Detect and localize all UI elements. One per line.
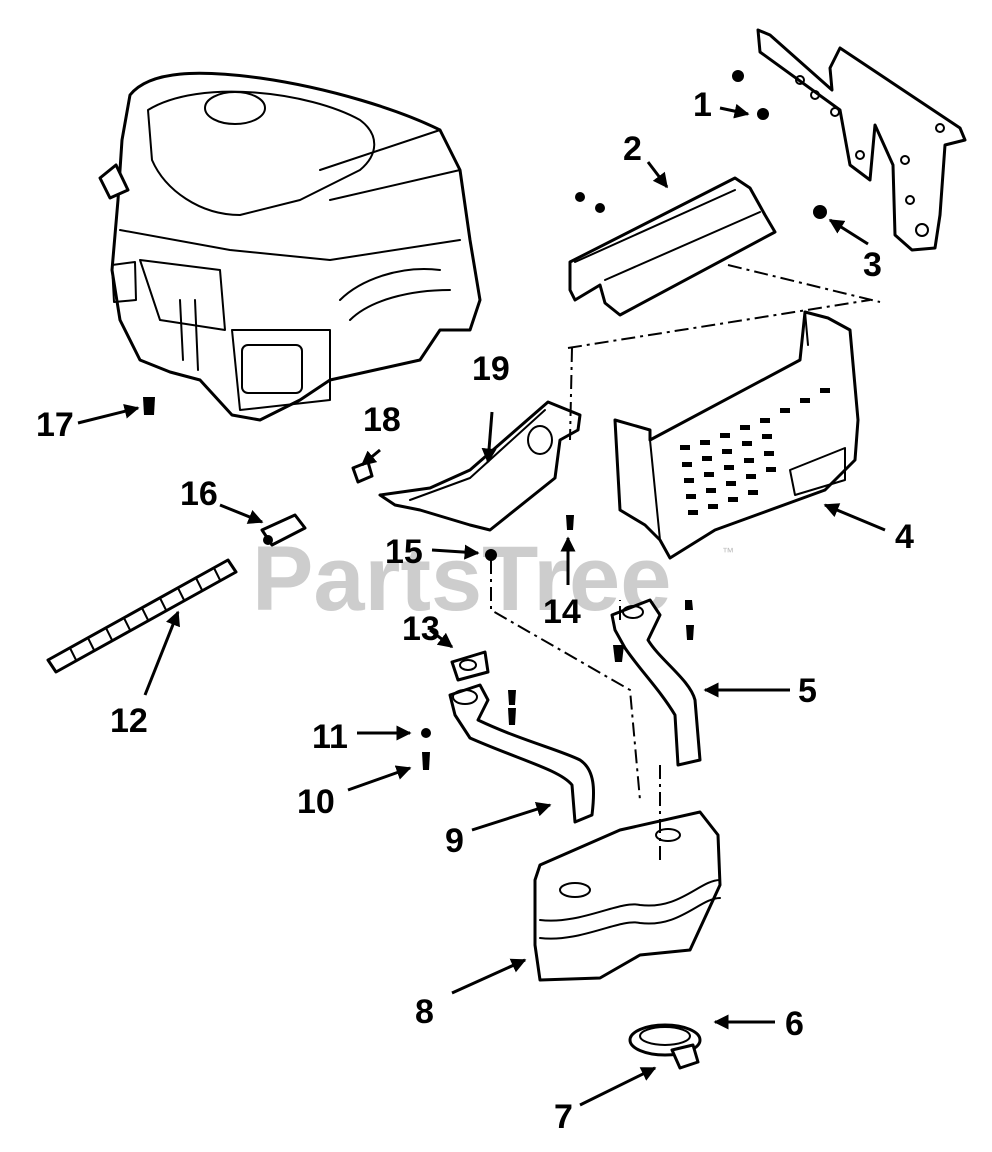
engine-illustration (98, 71, 482, 422)
callout-12: 12 (110, 702, 148, 740)
part-2-heat-shield (568, 176, 777, 317)
alignment-lines (490, 264, 881, 860)
callout-1: 1 (693, 86, 712, 124)
callout-labels: 1 2 3 4 5 6 7 8 9 10 11 12 13 14 15 16 1… (36, 86, 914, 1136)
callout-5: 5 (798, 672, 817, 710)
part-17-bolt (143, 397, 155, 415)
leader-lines (77, 103, 886, 1107)
part-10-screw (422, 752, 430, 770)
part-1-nuts (732, 70, 769, 120)
part-13-gasket (450, 650, 516, 725)
callout-9: 9 (445, 822, 464, 860)
part-3-bolt (813, 205, 827, 219)
part-19-bracket (378, 400, 582, 532)
part-4-muffler-guard (613, 310, 860, 560)
callout-14: 14 (543, 593, 581, 631)
watermark-text: PartsTree (252, 528, 671, 630)
part-15-nut (485, 549, 497, 561)
mounting-bracket (756, 28, 967, 252)
callout-7: 7 (554, 1098, 573, 1136)
callout-19: 19 (472, 350, 510, 388)
callout-6: 6 (785, 1005, 804, 1043)
watermark: PartsTree ™ (252, 528, 734, 630)
part-6-clamp (628, 1023, 702, 1070)
part-14-screw (566, 515, 574, 530)
callout-17: 17 (36, 406, 74, 444)
callout-8: 8 (415, 993, 434, 1031)
part-9-exhaust-pipe (448, 683, 595, 824)
callout-15: 15 (385, 533, 423, 571)
part-11-nut (421, 728, 431, 738)
callout-13: 13 (402, 610, 440, 648)
watermark-trademark: ™ (722, 545, 734, 559)
callout-2: 2 (623, 130, 642, 168)
callout-3: 3 (863, 246, 882, 284)
callout-10: 10 (297, 783, 335, 821)
callout-16: 16 (180, 475, 218, 513)
part-5-exhaust-pipe (610, 598, 702, 767)
part-12-flex-tube (46, 558, 238, 674)
part-8-muffler (533, 810, 722, 982)
part-16-fitting (260, 513, 307, 547)
callout-18: 18 (363, 401, 401, 439)
callout-11: 11 (312, 718, 348, 756)
callout-4: 4 (895, 518, 914, 556)
